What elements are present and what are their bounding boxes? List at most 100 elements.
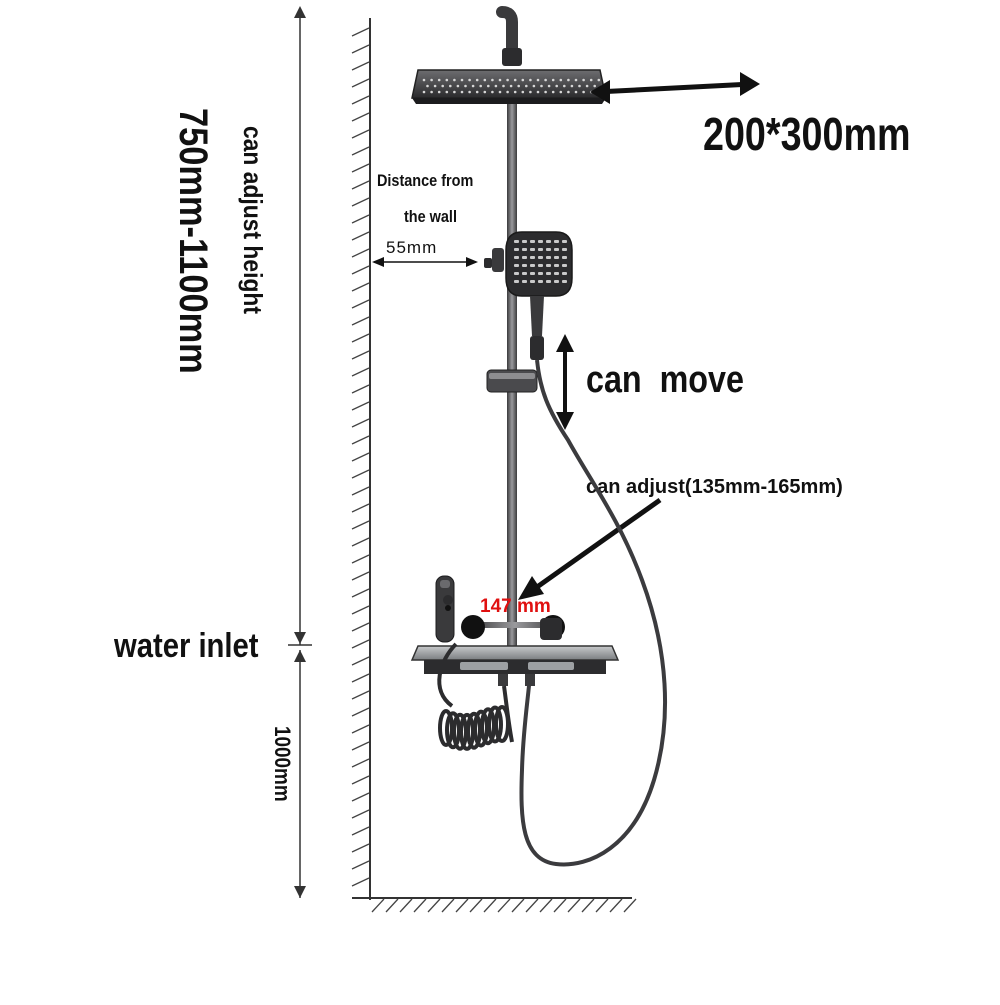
wall-hatch-mark: [351, 44, 370, 54]
hand-nozzle: [538, 272, 543, 275]
hand-nozzle: [530, 280, 535, 283]
hand-nozzle: [546, 248, 551, 251]
hand-nozzle: [562, 272, 567, 275]
wall-hatch-mark: [351, 214, 370, 224]
hand-nozzle: [554, 272, 559, 275]
rain-nozzle: [422, 78, 426, 82]
rain-nozzle: [559, 90, 563, 94]
floor-hatch-mark: [455, 898, 469, 913]
coil-loop: [473, 709, 489, 748]
wall-hatch-mark: [351, 741, 370, 751]
rain-nozzle: [555, 84, 558, 88]
hand-nozzle: [514, 248, 519, 251]
wall-hatch-mark: [351, 350, 370, 360]
wall-hatch-mark: [351, 435, 370, 445]
wall-hatch-mark: [351, 690, 370, 700]
wall-hatch-mark: [351, 469, 370, 479]
coil-loop: [459, 712, 475, 751]
hand-nozzle: [522, 264, 527, 267]
shower-column: [496, 6, 522, 655]
valve-knobs: [461, 615, 565, 640]
floor-hatch-mark: [441, 898, 455, 913]
floor-height-label: 1000mm: [270, 726, 295, 802]
hand-nozzle: [562, 264, 567, 267]
coil-loop: [445, 711, 461, 750]
rain-nozzle: [529, 78, 532, 82]
wall-hatch-mark: [351, 146, 370, 156]
rain-nozzle: [597, 78, 601, 82]
floor: [352, 897, 637, 913]
hand-nozzle: [546, 264, 551, 267]
wall-hatch-mark: [351, 78, 370, 88]
rain-nozzle: [430, 90, 433, 94]
can-move-label: can move: [586, 359, 744, 401]
floor-hatch-mark: [553, 898, 567, 913]
shower-hose: [519, 359, 668, 867]
wall-hatch-mark: [351, 877, 370, 887]
rain-nozzle: [574, 90, 578, 94]
wall-hatch-mark: [351, 282, 370, 292]
floor-hatch-mark: [525, 898, 539, 913]
slide-holder: [486, 369, 538, 393]
height-dimension-line: [294, 6, 306, 645]
floor-hatch-mark: [413, 898, 427, 913]
wall-hatch-mark: [351, 27, 370, 37]
rain-nozzle: [475, 78, 479, 82]
floor-hatch-mark: [371, 898, 385, 913]
hand-nozzle: [538, 264, 543, 267]
spacing-value: 147 mm: [480, 596, 551, 617]
hand-nozzle: [522, 256, 527, 259]
wall-hatch-mark: [351, 333, 370, 343]
wall: [351, 18, 371, 900]
rain-nozzle: [574, 78, 578, 82]
hand-nozzle: [554, 256, 559, 259]
floor-hatch-mark: [385, 898, 399, 913]
rain-nozzle: [494, 84, 498, 88]
wall-hatch-mark: [351, 775, 370, 785]
rain-nozzle: [506, 90, 509, 94]
floor-hatch-mark: [399, 898, 413, 913]
rain-nozzle: [521, 78, 525, 82]
wall-hatch-mark: [351, 61, 370, 71]
hand-nozzle: [514, 280, 519, 283]
hand-nozzle: [522, 248, 527, 251]
rain-nozzle: [532, 84, 536, 88]
rain-nozzle: [525, 84, 528, 88]
rain-nozzle: [513, 78, 517, 82]
rain-nozzle: [437, 90, 441, 94]
rain-nozzle: [544, 78, 547, 82]
rain-nozzle: [582, 78, 585, 82]
hand-nozzle: [538, 240, 543, 243]
coil-loop: [452, 712, 468, 751]
rain-nozzle: [456, 84, 460, 88]
wall-hatch-mark: [351, 129, 370, 139]
wall-hatch-mark: [351, 95, 370, 105]
hand-nozzle: [522, 280, 527, 283]
rain-nozzle: [487, 84, 490, 88]
head-size-arrow: [590, 72, 760, 104]
hand-nozzle: [546, 240, 551, 243]
rain-nozzle: [506, 78, 509, 82]
coil-loop: [466, 711, 482, 750]
rain-nozzle: [551, 78, 555, 82]
rain-nozzle: [449, 84, 452, 88]
hand-nozzle: [546, 272, 551, 275]
rain-shower-head: [411, 69, 607, 104]
rain-nozzle: [570, 84, 574, 88]
wall-hatch-mark: [351, 520, 370, 530]
rain-nozzle: [593, 84, 596, 88]
wall-hatch-mark: [351, 265, 370, 275]
rain-nozzle: [578, 84, 581, 88]
hand-nozzle: [530, 256, 535, 259]
hand-shower-bracket: [484, 248, 504, 272]
wall-hatch-mark: [351, 486, 370, 496]
wall-hatch-mark: [351, 707, 370, 717]
floor-hatch-mark: [469, 898, 483, 913]
rain-nozzle: [563, 84, 566, 88]
distance-label-line1: Distance from: [377, 172, 473, 190]
hand-nozzle: [562, 240, 567, 243]
wall-hatch-mark: [351, 452, 370, 462]
rain-nozzle: [502, 84, 505, 88]
wall-hatch-mark: [351, 860, 370, 870]
